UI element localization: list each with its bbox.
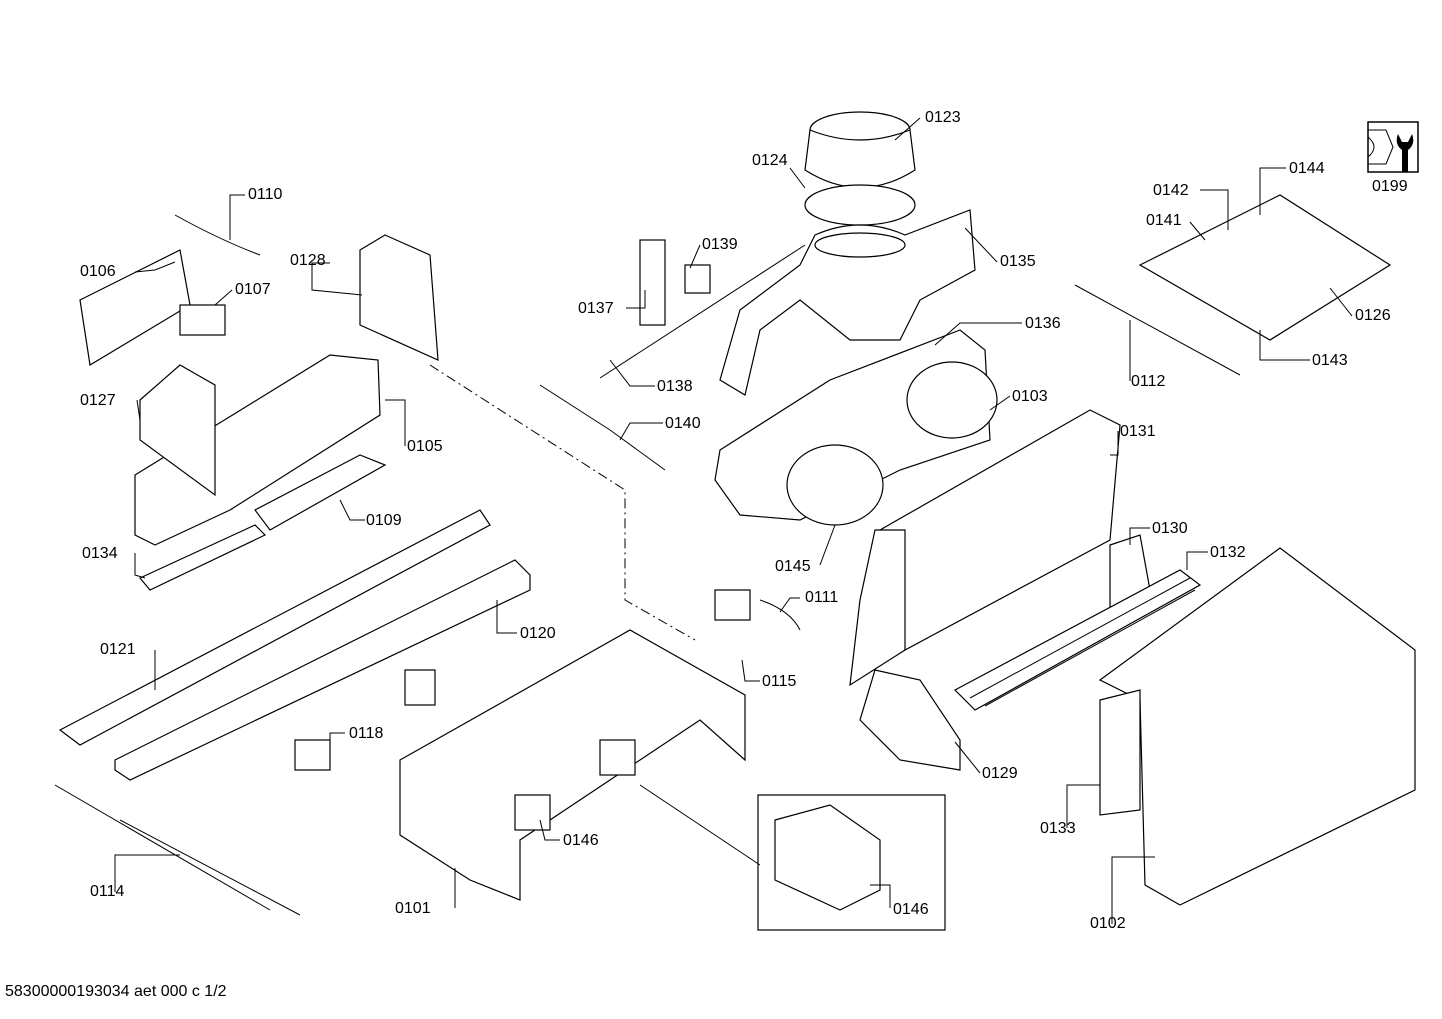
part-label: 0144	[1289, 160, 1325, 177]
part-label: 0110	[248, 186, 283, 203]
part-label: 0139	[702, 236, 738, 253]
part-label: 0118	[349, 725, 384, 742]
part-label: 0130	[1152, 520, 1188, 537]
part-label: 0121	[100, 641, 136, 658]
part-label: 0137	[578, 300, 614, 317]
part-labels: 0123 0124 0110 0142 0144 0199 0141 0106 …	[80, 109, 1408, 932]
part-label: 0107	[235, 281, 271, 298]
part-label: 0111	[805, 589, 838, 606]
part-label: 0109	[366, 512, 402, 529]
document-id-footer: 58300000193034 aet 000 c 1/2	[5, 983, 227, 1000]
part-label: 0120	[520, 625, 556, 642]
part-label: 0101	[395, 900, 431, 917]
part-label: 0123	[925, 109, 961, 126]
part-label: 0131	[1120, 423, 1156, 440]
part-label: 0143	[1312, 352, 1348, 369]
part-label: 0140	[665, 415, 701, 432]
part-label: 0124	[752, 152, 788, 169]
part-label: 0132	[1210, 544, 1246, 561]
part-label: 0133	[1040, 820, 1076, 837]
part-label: 0102	[1090, 915, 1126, 932]
part-label: 0141	[1146, 212, 1182, 229]
part-label: 0127	[80, 392, 116, 409]
leader-lines	[114, 117, 1353, 924]
part-label: 0112	[1131, 373, 1166, 390]
part-label: 0146	[563, 832, 599, 849]
part-label: 0103	[1012, 388, 1048, 405]
part-label: 0134	[82, 545, 118, 562]
part-outlines	[54, 111, 1416, 931]
wrench-bolt-icon	[1367, 121, 1419, 173]
part-label: 0106	[80, 263, 116, 280]
part-label: 0114	[90, 883, 125, 900]
part-label: 0128	[290, 252, 326, 269]
part-label: 0138	[657, 378, 693, 395]
part-label: 0145	[775, 558, 811, 575]
part-label: 0115	[762, 673, 797, 690]
part-label: 0105	[407, 438, 443, 455]
part-label: 0136	[1025, 315, 1061, 332]
part-label: 0129	[982, 765, 1018, 782]
part-label: 0142	[1153, 182, 1189, 199]
part-label: 0199	[1372, 178, 1408, 195]
part-label: 0126	[1355, 307, 1391, 324]
part-label: 0135	[1000, 253, 1036, 270]
part-label: 0146	[893, 901, 929, 918]
